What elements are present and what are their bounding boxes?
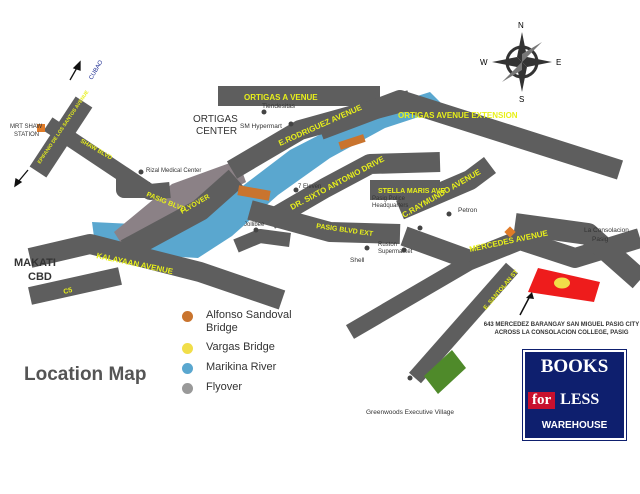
label-la-consolacion-2: Pasig — [592, 236, 609, 243]
legend-label: Flyover — [206, 381, 243, 393]
compass-icon: N E S W — [480, 21, 561, 104]
brand-line1: BOOKS — [540, 356, 609, 377]
legend-swatch — [182, 343, 193, 354]
road-c-raymundo — [396, 157, 496, 220]
vargas-bridge-area — [338, 134, 366, 150]
poi-dots — [138, 109, 452, 381]
direction-arrows — [14, 60, 81, 188]
label-makati-1: MAKATI — [14, 257, 56, 269]
map-title: Location Map — [24, 364, 147, 385]
road-sixto-antonio — [264, 152, 441, 229]
legend-swatch — [182, 383, 193, 394]
brand-less: LESS — [560, 391, 600, 408]
label-la-consolacion-1: La Consolacion — [584, 227, 629, 234]
road-kalayaan — [27, 234, 286, 310]
label-sm-hypermart: SM Hypermart — [240, 123, 282, 130]
label-rizal-medical: Rizal Medical Center — [146, 168, 201, 174]
legend-label: Vargas Bridge — [206, 341, 275, 353]
label-seven-eleven: 7 Eleven — [298, 184, 321, 190]
compass-s: S — [519, 95, 524, 104]
label-mrt-shaw-2: STATION — [14, 132, 39, 138]
legend-label: Marikina River — [206, 361, 277, 373]
compass-w: W — [480, 58, 488, 67]
brand-for: for — [528, 392, 556, 409]
road-network — [27, 86, 640, 384]
legend-swatch — [182, 363, 193, 374]
brand-line3: WAREHOUSE — [541, 420, 608, 431]
label-greenwoods: Greenwoods Executive Village — [366, 409, 454, 416]
address-line: ACROSS LA CONSOLACION COLLEGE, PASIG — [494, 330, 629, 336]
label-pasig-police-2: Headquarters — [372, 203, 408, 209]
legend-label: Alfonso Sandoval — [206, 309, 292, 321]
label-ruston-1: Ruston — [378, 242, 397, 248]
label-c5: C5 — [63, 287, 73, 296]
compass-e: E — [556, 58, 561, 67]
label-cubao: CUBAO — [89, 59, 105, 81]
label-stella-maris: STELLA MARIS AVE — [378, 188, 445, 195]
compass-n: N — [518, 21, 524, 30]
road-e-santolan — [408, 262, 519, 384]
label-shell: Shell — [350, 257, 365, 264]
address-line: 643 MERCEDEZ BARANGAY SAN MIGUEL PASIG C… — [483, 322, 640, 328]
label-jollibee: Jollibee — [244, 222, 265, 228]
greenwoods-park — [424, 350, 466, 394]
alfonso-sandoval-bridge — [237, 185, 271, 201]
target-marker — [554, 277, 570, 289]
marikina-river — [92, 92, 446, 258]
label-makati-2: CBD — [28, 271, 52, 283]
label-petron: Petron — [458, 207, 478, 214]
label-ruston-2: Supermarket — [378, 249, 413, 255]
label-ortigas-center-1: ORTIGAS — [193, 114, 238, 125]
legend-label: Bridge — [206, 322, 238, 334]
label-mrt-shaw-1: MRT SHAW — [10, 124, 43, 130]
address: 643 MERCEDEZ BARANGAY SAN MIGUEL PASIG C… — [483, 321, 640, 337]
label-pasig-police-1: Pasig Police — [372, 196, 406, 202]
road-ortigas-ext — [316, 90, 624, 180]
label-ortigas-avenue: ORTIGAS A VENUE — [244, 93, 318, 102]
road-pasig-blvd-ext — [247, 200, 401, 244]
legend-swatch — [182, 311, 193, 322]
label-ortigas-extension: ORTIGAS AVENUE EXTENSION — [398, 111, 518, 120]
label-tiendesitas: Tiendesitas — [262, 103, 296, 110]
label-ortigas-center-2: CENTER — [196, 126, 237, 137]
